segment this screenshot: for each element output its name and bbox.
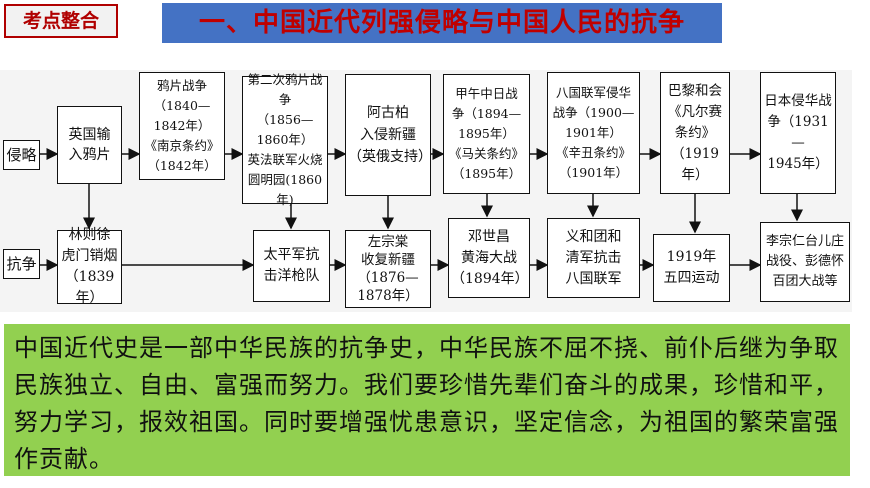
aggression-event-eight-nation-alliance: 八国联军侵华 战争（1900— 1901年） 《辛丑条约》 （1901年） — [547, 72, 640, 194]
resistance-event-zuo-zongtang: 左宗棠 收复新疆 （1876— 1878年） — [345, 230, 431, 308]
row-label-aggression: 侵略 — [3, 140, 40, 170]
connector-lines — [40, 148, 803, 271]
resistance-event-humen-opium-destruction: 林则徐 虎门销烟 （1839年） — [57, 227, 122, 306]
aggression-event-second-opium-war: 第二次鸦片战争 （1856—1860年） 英法联军火烧 圆明园(1860年) — [242, 72, 328, 207]
resistance-event-deng-shichang: 邓世昌 黄海大战 （1894年） — [448, 218, 530, 298]
page-title: 一、中国近代列强侵略与中国人民的抗争 — [162, 3, 722, 43]
resistance-event-taiping: 太平军抗 击洋枪队 — [253, 230, 330, 302]
aggression-event-opium-import: 英国输 入鸦片 — [57, 106, 122, 184]
aggression-event-sino-japanese-war: 甲午中日战 争（1894— 1895年） 《马关条约》 （1895年） — [443, 74, 530, 194]
resistance-event-taierzhuang: 李宗仁台儿庄 战役、彭德怀 百团大战等 — [760, 222, 850, 302]
timeline-diagram: 侵略 抗争 英国输 入鸦片 鸦片战争 （1840—1842年） 《南京条约》 （… — [0, 70, 852, 312]
summary-text: 中国近代史是一部中华民族的抗争史，中华民族不屈不挠、前仆后继为争取民族独立、自由… — [4, 324, 850, 476]
row-label-resistance: 抗争 — [3, 249, 40, 279]
aggression-event-yakub-beg: 阿古柏 入侵新疆 （英俄支持） — [345, 74, 432, 196]
aggression-event-opium-war: 鸦片战争 （1840—1842年） 《南京条约》 （1842年） — [139, 72, 225, 180]
section-tag: 考点整合 — [4, 4, 118, 38]
resistance-event-may-fourth: 1919年 五四运动 — [653, 234, 730, 302]
aggression-event-paris-peace-conference: 巴黎和会 《凡尔赛 条约》 （1919年） — [660, 72, 730, 194]
resistance-event-boxers: 义和团和 清军抗击 八国联军 — [547, 218, 640, 298]
aggression-event-japanese-invasion: 日本侵华战 争（1931— 1945年） — [760, 72, 836, 194]
